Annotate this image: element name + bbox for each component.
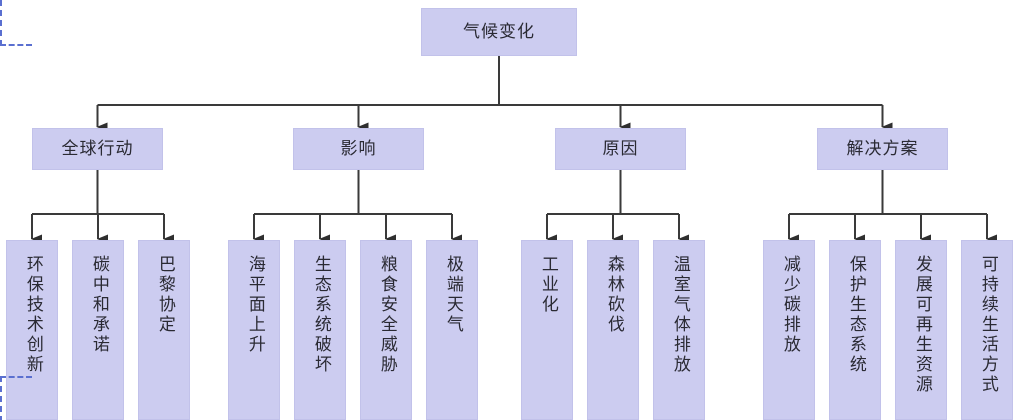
node-label: 可持续生活方式 xyxy=(977,255,998,395)
node-label: 解决方案 xyxy=(846,138,919,159)
node-label: 全球行动 xyxy=(61,138,134,159)
leaf-node-0-0[interactable]: 环保技术创新 xyxy=(6,240,58,420)
root-node[interactable]: 气候变化 xyxy=(421,8,577,56)
node-label: 影响 xyxy=(340,138,377,159)
leaf-node-2-0[interactable]: 工业化 xyxy=(521,240,573,420)
selection-corner-top-left-icon[interactable] xyxy=(0,0,32,46)
node-label: 保护生态系统 xyxy=(845,255,866,375)
leaf-node-1-1[interactable]: 生态系统破坏 xyxy=(294,240,346,420)
leaf-node-2-1[interactable]: 森林砍伐 xyxy=(587,240,639,420)
node-label: 温室气体排放 xyxy=(669,255,690,375)
leaf-node-0-1[interactable]: 碳中和承诺 xyxy=(72,240,124,420)
node-label: 海平面上升 xyxy=(244,255,265,355)
leaf-node-1-2[interactable]: 粮食安全威胁 xyxy=(360,240,412,420)
leaf-node-1-3[interactable]: 极端天气 xyxy=(426,240,478,420)
leaf-node-3-3[interactable]: 可持续生活方式 xyxy=(961,240,1013,420)
leaf-node-3-1[interactable]: 保护生态系统 xyxy=(829,240,881,420)
node-label: 原因 xyxy=(602,138,639,159)
branch-node-0[interactable]: 全球行动 xyxy=(32,128,163,170)
node-label: 巴黎协定 xyxy=(154,255,175,335)
node-label: 森林砍伐 xyxy=(603,255,624,335)
node-label: 极端天气 xyxy=(442,255,463,335)
leaf-node-3-0[interactable]: 减少碳排放 xyxy=(763,240,815,420)
node-label: 发展可再生资源 xyxy=(911,255,932,395)
leaf-node-0-2[interactable]: 巴黎协定 xyxy=(138,240,190,420)
node-label: 工业化 xyxy=(537,255,558,315)
node-label: 粮食安全威胁 xyxy=(376,255,397,375)
node-label: 碳中和承诺 xyxy=(88,255,109,355)
node-label: 环保技术创新 xyxy=(22,255,43,375)
leaf-node-3-2[interactable]: 发展可再生资源 xyxy=(895,240,947,420)
node-label: 减少碳排放 xyxy=(779,255,800,355)
branch-node-2[interactable]: 原因 xyxy=(555,128,686,170)
branch-node-3[interactable]: 解决方案 xyxy=(817,128,948,170)
leaf-node-2-2[interactable]: 温室气体排放 xyxy=(653,240,705,420)
leaf-node-1-0[interactable]: 海平面上升 xyxy=(228,240,280,420)
branch-node-1[interactable]: 影响 xyxy=(293,128,424,170)
node-label: 气候变化 xyxy=(463,21,535,42)
node-label: 生态系统破坏 xyxy=(310,255,331,375)
